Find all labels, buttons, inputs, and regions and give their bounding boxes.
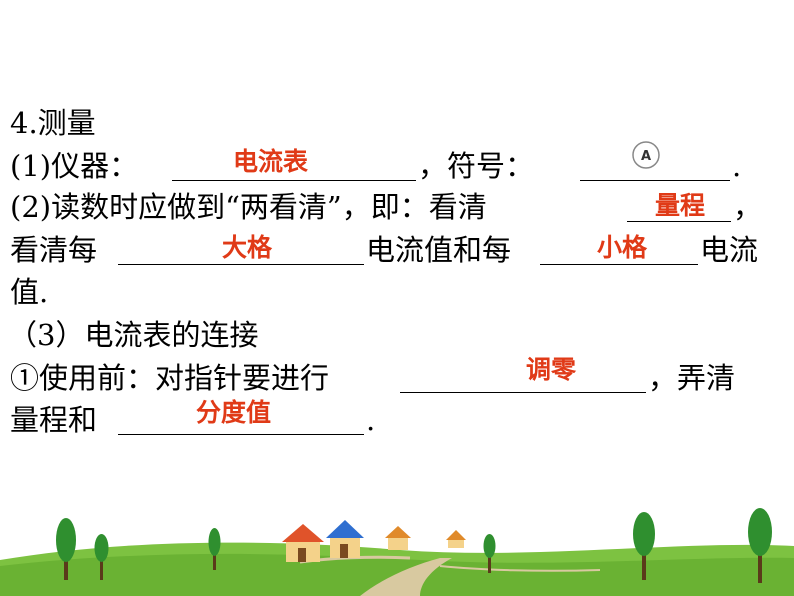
q2-blank2 — [118, 264, 364, 265]
q2-line1-prefix: (2)读数时应做到“两看清”，即：看清 — [10, 190, 487, 224]
house-icon — [326, 520, 364, 558]
q3-blank2 — [118, 434, 364, 435]
tree-icon — [56, 518, 76, 580]
path-road — [360, 558, 452, 596]
tree-icon — [633, 512, 655, 580]
house-icon — [282, 524, 324, 562]
q1-answer: 电流表 — [233, 147, 309, 176]
q3-answer1: 调零 — [526, 355, 577, 384]
q1-symbol-blank — [580, 180, 730, 181]
house-icon — [385, 526, 411, 550]
q3-title: （3）电流表的连接 — [8, 318, 259, 352]
q2-line1-end: ， — [733, 190, 763, 224]
q3-answer2: 分度值 — [196, 398, 272, 427]
tree-icon — [208, 528, 221, 570]
q2-line3: 值. — [10, 275, 49, 309]
q2-blank1 — [627, 221, 731, 222]
q2-answer2: 大格 — [222, 233, 273, 262]
q3-blank1 — [400, 392, 646, 393]
ammeter-symbol-icon: A — [632, 141, 660, 169]
section-heading: 4.测量 — [10, 106, 96, 140]
q1-blank — [172, 180, 416, 181]
house-icon — [446, 530, 466, 548]
q2-answer1: 量程 — [655, 191, 706, 220]
q3-line1-end: ，弄清 — [648, 361, 736, 395]
q2-line2-b: 电流值和每 — [366, 233, 512, 267]
q1-end: . — [732, 149, 742, 183]
ammeter-symbol-label: A — [641, 149, 651, 164]
q3-line2-end: . — [366, 403, 376, 437]
q3-line2-prefix: 量程和 — [10, 403, 98, 437]
tree-icon — [748, 508, 772, 583]
landscape-decoration — [0, 508, 794, 596]
tree-icon — [94, 534, 109, 580]
q2-line2-c: 电流 — [700, 233, 759, 267]
tree-icon — [483, 534, 496, 573]
q1-prefix: (1)仪器： — [10, 149, 139, 183]
q2-blank3 — [540, 264, 698, 265]
q2-line2-a: 看清每 — [10, 233, 98, 267]
q3-line1-prefix: ①使用前：对指针要进行 — [10, 361, 330, 395]
q1-middle: ，符号： — [418, 149, 535, 183]
q2-answer3: 小格 — [597, 233, 648, 262]
